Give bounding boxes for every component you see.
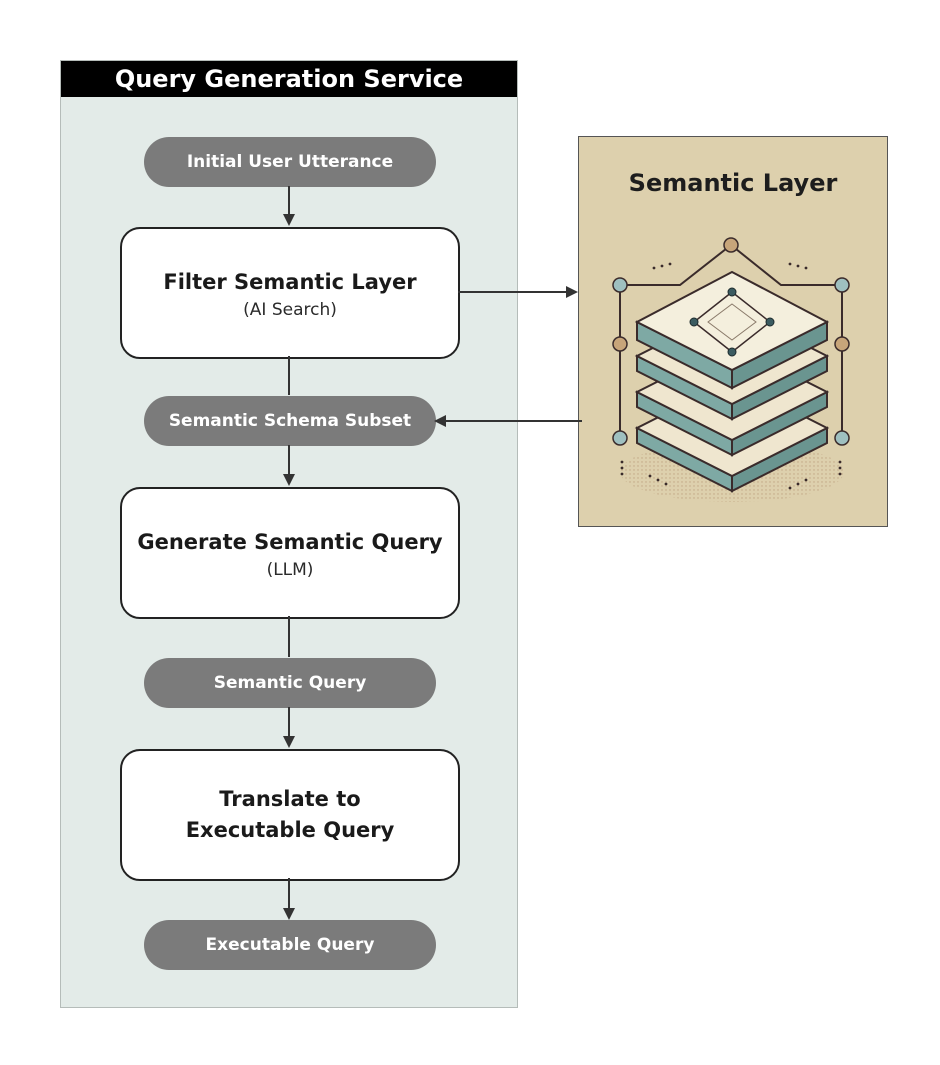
step-title: Translate to Executable Query (185, 787, 395, 842)
step-filter-semantic-layer: Filter Semantic Layer (AI Search) (120, 227, 460, 359)
step-subtitle: (LLM) (266, 559, 314, 580)
pill-executable-query: Executable Query (144, 920, 436, 970)
step-subtitle: (AI Search) (243, 299, 337, 320)
step-title: Generate Semantic Query (137, 529, 443, 554)
pill-semantic-query: Semantic Query (144, 658, 436, 708)
pill-semantic-schema-subset: Semantic Schema Subset (144, 396, 436, 446)
step-generate-semantic-query: Generate Semantic Query (LLM) (120, 487, 460, 619)
service-title: Query Generation Service (61, 61, 517, 97)
pill-initial-user-utterance: Initial User Utterance (144, 137, 436, 187)
semantic-layer-title: Semantic Layer (628, 169, 838, 197)
stacked-layers-icon (612, 237, 850, 502)
flow-arrows (283, 186, 582, 920)
step-translate-to-executable-query: Translate to Executable Query (120, 749, 460, 881)
step-title: Filter Semantic Layer (163, 269, 417, 294)
